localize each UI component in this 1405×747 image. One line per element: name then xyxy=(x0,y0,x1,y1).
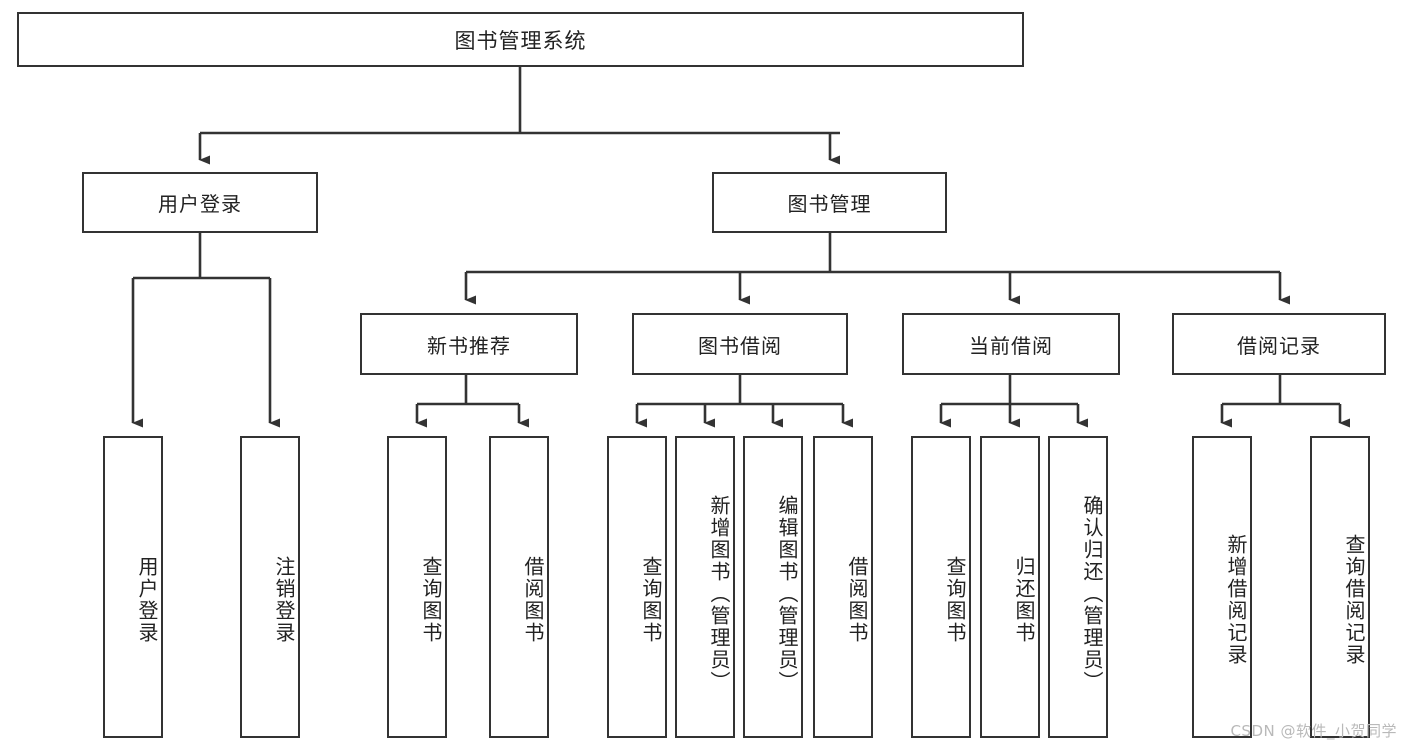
node-new-book-recommend[interactable]: 新书推荐 xyxy=(360,313,578,375)
leaf-query-borrow-record[interactable]: 查询借阅记录 xyxy=(1310,436,1370,738)
leaf-return-book[interactable]: 归还图书 xyxy=(980,436,1040,738)
node-user-login[interactable]: 用户登录 xyxy=(82,172,318,233)
leaf-add-book-admin[interactable]: 新增图书（管理员） xyxy=(675,436,735,738)
leaf-query-book-current[interactable]: 查询图书 xyxy=(911,436,971,738)
leaf-user-login[interactable]: 用户登录 xyxy=(103,436,163,738)
node-borrow-record[interactable]: 借阅记录 xyxy=(1172,313,1386,375)
leaf-borrow-book[interactable]: 借阅图书 xyxy=(813,436,873,738)
leaf-logout[interactable]: 注销登录 xyxy=(240,436,300,738)
node-book-borrow[interactable]: 图书借阅 xyxy=(632,313,848,375)
leaf-confirm-return-admin[interactable]: 确认归还（管理员） xyxy=(1048,436,1108,738)
watermark-text: CSDN @软件_小贺同学 xyxy=(1230,722,1397,740)
leaf-query-book-borrow[interactable]: 查询图书 xyxy=(607,436,667,738)
leaf-add-borrow-record[interactable]: 新增借阅记录 xyxy=(1192,436,1252,738)
node-root-system[interactable]: 图书管理系统 xyxy=(17,12,1024,67)
leaf-edit-book-admin[interactable]: 编辑图书（管理员） xyxy=(743,436,803,738)
node-book-management[interactable]: 图书管理 xyxy=(712,172,947,233)
leaf-query-book-recommend[interactable]: 查询图书 xyxy=(387,436,447,738)
leaf-borrow-book-recommend[interactable]: 借阅图书 xyxy=(489,436,549,738)
node-current-borrow[interactable]: 当前借阅 xyxy=(902,313,1120,375)
